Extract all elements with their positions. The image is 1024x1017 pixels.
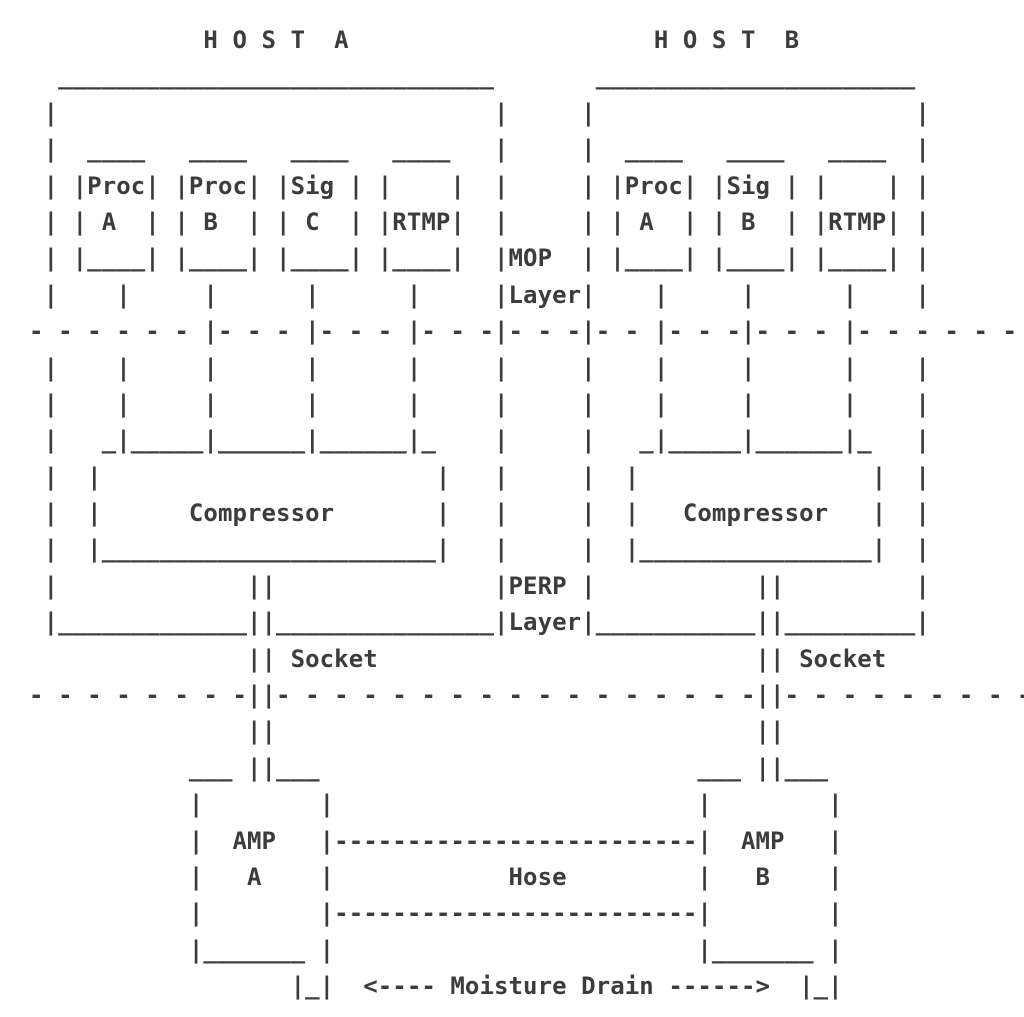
diagram-line-moisture-drain: |_| <---- Moisture Drain ------> |_| <box>0 972 843 1001</box>
diagram-line-host-box-tops: ______________________________ _________… <box>0 62 916 91</box>
diagram-line-connector-merge: | _|_____|______|______|_ | | _|_____|__… <box>0 426 930 455</box>
diagram-line-amp-labels-hose-top: | AMP |-------------------------| AMP | <box>0 826 843 855</box>
diagram-line-compressor-box-bottom: | |_______________________| | | |_______… <box>0 535 930 564</box>
diagram-line-amp-box-tops: ___ ||___ ___ ||___ <box>0 753 829 782</box>
diagram-line-process-box-tops: | ____ ____ ____ ____ | | ____ ____ ____… <box>0 135 930 164</box>
diagram-line: | | | | <box>0 98 930 127</box>
diagram-line-perp-label: | || |PERP | || | <box>0 571 930 600</box>
diagram-line-amp-boxes: | | | | <box>0 790 843 819</box>
diagram-line-hose-label: | A | Hose | B | <box>0 862 843 891</box>
diagram-line-pipes: || || <box>0 717 785 746</box>
diagram-line-compressor-box: | | | | | | | | <box>0 462 930 491</box>
diagram-line-perp-layer-label: |_____________||_______________|Layer|__… <box>0 608 930 637</box>
diagram-line-process-names: | | A | | B | | C | |RTMP| | | | A | | B… <box>0 207 930 236</box>
diagram-line-compressor-labels: | | Compressor | | | | Compressor | | <box>0 499 930 528</box>
diagram-line-amp-box-bottoms: |_______ | |_______ | <box>0 935 843 964</box>
diagram-line-connectors: | | | | | | | | | | | <box>0 353 930 382</box>
diagram-line-mop-label: | |____| |____| |____| |____| |MOP | |__… <box>0 244 930 273</box>
diagram-line-mop-layer-label: | | | | | |Layer| | | | | <box>0 280 930 309</box>
diagram-line-perp-layer-boundary: - - - - - - - -||- - - - - - - - - - - -… <box>0 681 1024 710</box>
diagram-line-hose-bottom: | |-------------------------| | <box>0 899 843 928</box>
diagram-line-socket-labels: || Socket || Socket <box>0 644 887 673</box>
diagram-line-connectors: | | | | | | | | | | | <box>0 389 930 418</box>
diagram-line-host-titles: H O S T A H O S T B <box>0 26 800 54</box>
diagram-line-mop-layer-boundary: - - - - - - |- - - |- - - |- - -|- - -|-… <box>0 317 1018 346</box>
diagram-line-process-names: | |Proc| |Proc| |Sig | | | | | |Proc| |S… <box>0 171 930 200</box>
